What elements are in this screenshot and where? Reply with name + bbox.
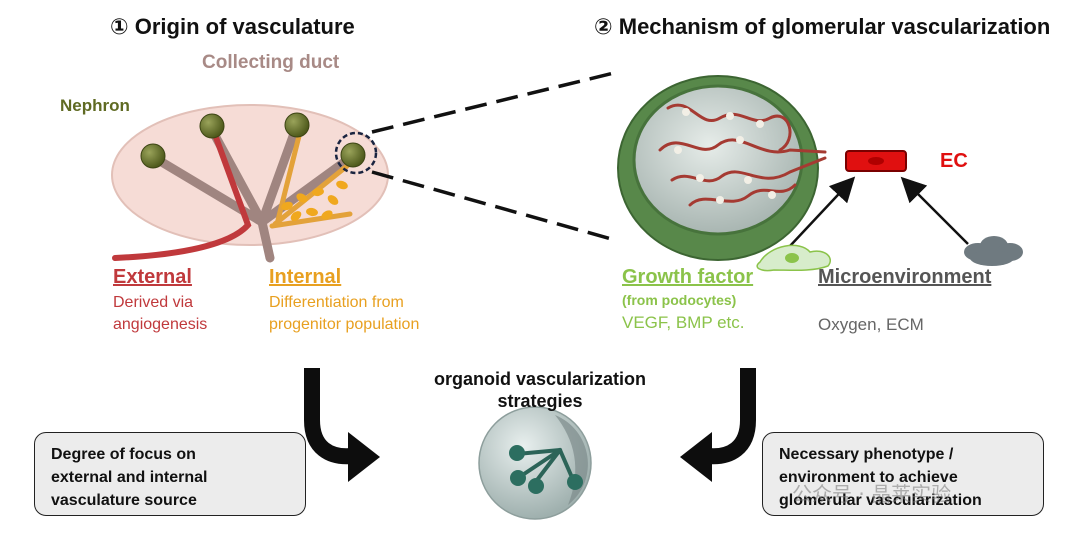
right-box-line3: glomerular vascularization <box>779 492 982 509</box>
left-summary-box: Degree of focus on external and internal… <box>34 432 306 516</box>
progenitor-cells <box>281 180 348 221</box>
arrow-micro-to-ec <box>900 176 969 245</box>
external-vessel <box>112 129 252 261</box>
external-line1: Derived via <box>113 294 194 311</box>
growth-factor-sub: (from podocytes) <box>622 292 737 308</box>
left-box-line2: external and internal <box>51 469 208 486</box>
left-box-line3: vasculature source <box>51 492 197 509</box>
nephron-glomeruli <box>140 112 366 169</box>
center-line1: organoid vascularization <box>433 369 647 389</box>
podocyte-dots <box>674 108 776 204</box>
arrow-growth-to-ec <box>789 176 856 247</box>
ec-label: EC <box>940 150 968 172</box>
section1-title: ① Origin of vasculature <box>110 14 355 39</box>
collecting-duct-label: Collecting duct <box>202 52 340 73</box>
external-line2: angiogenesis <box>113 316 208 333</box>
growth-factor-heading: Growth factor <box>622 266 754 288</box>
internal-line2: progenitor population <box>269 316 420 333</box>
right-summary-box: Necessary phenotype / environment to ach… <box>762 432 1044 516</box>
external-heading: External <box>113 266 192 288</box>
right-box-line1: Necessary phenotype / <box>779 446 954 463</box>
center-label: organoid vascularization strategies <box>395 368 685 412</box>
right-box-line2: environment to achieve <box>779 469 958 486</box>
internal-line1: Differentiation from <box>269 294 404 311</box>
cloud-icon <box>964 236 1023 266</box>
podocyte-cell-icon <box>756 244 831 272</box>
microenvironment-detail: Oxygen, ECM <box>818 315 924 334</box>
watermark: 公众号 · 晶莱实验 <box>792 482 952 506</box>
zoom-line-top <box>371 70 619 134</box>
internal-heading: Internal <box>269 266 342 288</box>
capillary-loops <box>658 103 827 207</box>
nephron-label: Nephron <box>60 96 130 115</box>
center-line2: strategies <box>497 391 583 411</box>
left-curved-arrow <box>304 368 353 465</box>
section2-title: ② Mechanism of glomerular vascularizatio… <box>594 14 1051 39</box>
growth-factor-detail: VEGF, BMP etc. <box>622 313 745 332</box>
organoid-icon <box>478 406 592 520</box>
zoom-highlight-circle <box>334 131 378 175</box>
zoom-line-bottom <box>371 170 616 242</box>
microenvironment-heading: Microenvironment <box>818 266 992 288</box>
left-box-line1: Degree of focus on <box>51 446 196 463</box>
right-curved-arrow <box>707 368 756 465</box>
